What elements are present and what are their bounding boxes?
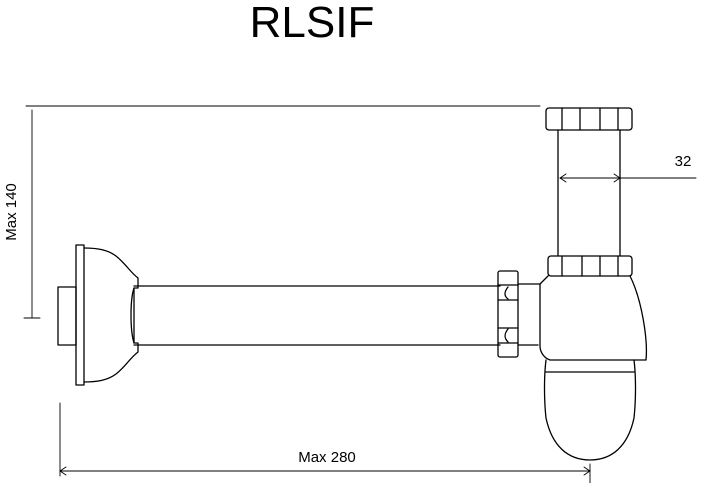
diameter-dimension-label: 32 <box>675 153 692 170</box>
height-dimension <box>23 105 541 319</box>
side-nut <box>497 270 541 358</box>
trap-body <box>539 275 648 361</box>
trap-cup <box>543 359 637 461</box>
vertical-tailpipe <box>557 129 621 257</box>
height-dimension-label: Max 140 <box>3 183 20 241</box>
length-dimension-label: Max 280 <box>298 449 356 466</box>
wall-flange <box>57 244 139 386</box>
diameter-dimension <box>559 173 697 183</box>
length-dimension <box>59 402 591 483</box>
product-title: RLSIF <box>250 0 375 47</box>
top-nut <box>545 107 633 131</box>
horizontal-pipe <box>133 285 501 346</box>
lower-nut <box>547 255 633 277</box>
